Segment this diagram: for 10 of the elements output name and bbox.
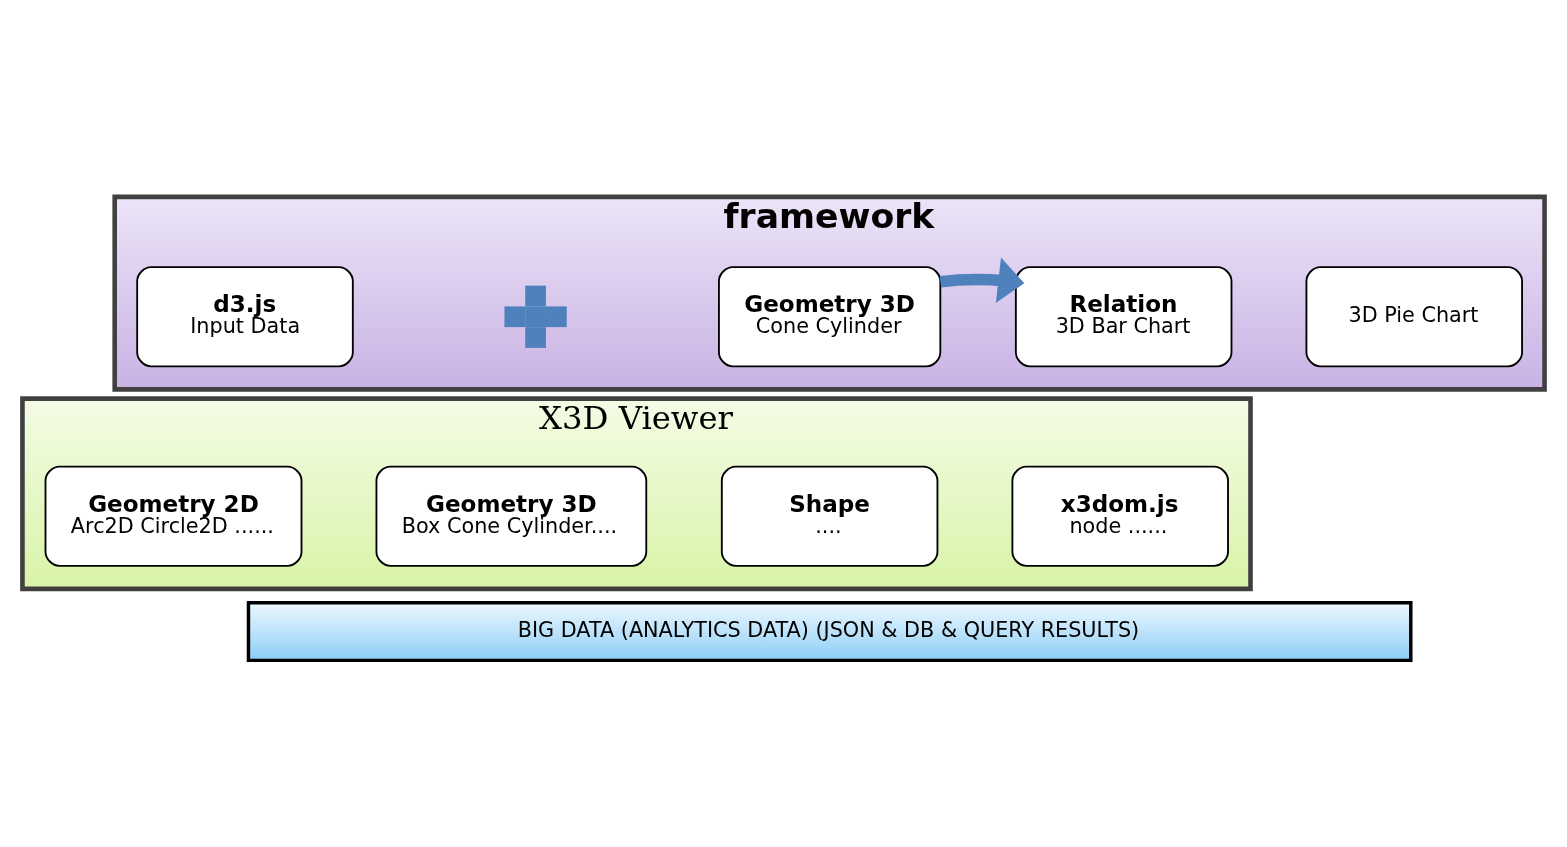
node-box: BIG DATA (ANALYTICS DATA) (JSON & DB & QUERY RESULTS) <box>246 600 1413 662</box>
node-box: Relation 3D Bar Chart <box>1014 265 1233 367</box>
node-box: d3.js Input Data <box>136 265 354 367</box>
node-box: Geometry 3D Box Cone Cylinder.... <box>375 465 648 567</box>
node-box: Geometry 2D Arc2D Circle2D ...... <box>44 465 303 567</box>
node-box: Geometry 3D Cone Cylinder <box>718 265 942 367</box>
node-box: Shape .... <box>720 465 939 567</box>
node-box: 3D Pie Chart <box>1305 265 1523 367</box>
node-box: x3dom.js node ...... <box>1011 465 1229 567</box>
arrow <box>939 257 1025 303</box>
